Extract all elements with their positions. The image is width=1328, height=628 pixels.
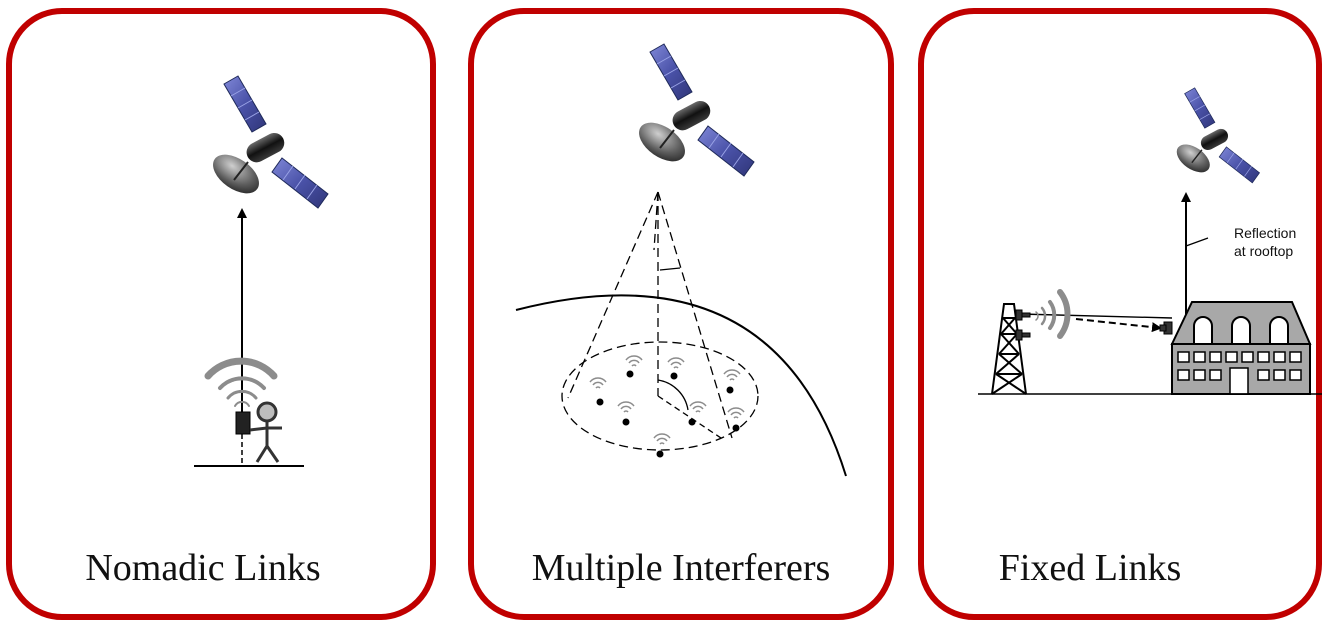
antenna-icon	[1015, 309, 1173, 341]
angle-marks	[657, 267, 725, 441]
building-icon	[1170, 301, 1312, 395]
user-terminal-icon	[235, 411, 251, 466]
panel-caption: Fixed Links	[998, 547, 1182, 589]
satellite-icon	[631, 43, 755, 177]
reflection-annotation: Reflection at rooftop	[1234, 224, 1296, 260]
satellite-icon	[1171, 87, 1261, 184]
interferer-group	[589, 355, 745, 458]
annotation-line-1: Reflection	[1234, 225, 1297, 241]
panel-nomadic-links: Nomadic Links	[6, 8, 436, 620]
earth-horizon	[515, 294, 847, 477]
satellite-icon	[205, 75, 329, 209]
person-icon	[249, 401, 282, 463]
wifi-waves-icon	[204, 357, 278, 407]
panel-caption: Nomadic Links	[85, 547, 321, 589]
annotation-leader	[1185, 237, 1209, 247]
interference-path	[1019, 313, 1173, 319]
wifi-waves-icon	[1035, 289, 1071, 339]
panel-multiple-interferers: Multiple Interferers	[468, 8, 894, 620]
beam-cone	[561, 191, 759, 451]
annotation-line-2: at rooftop	[1234, 243, 1294, 259]
transmission-tower-icon	[991, 303, 1027, 395]
interference-arrow	[1075, 318, 1162, 333]
panel-fixed-links: Reflection at rooftop Fixed Links	[918, 8, 1322, 620]
panel-caption: Multiple Interferers	[531, 547, 831, 589]
